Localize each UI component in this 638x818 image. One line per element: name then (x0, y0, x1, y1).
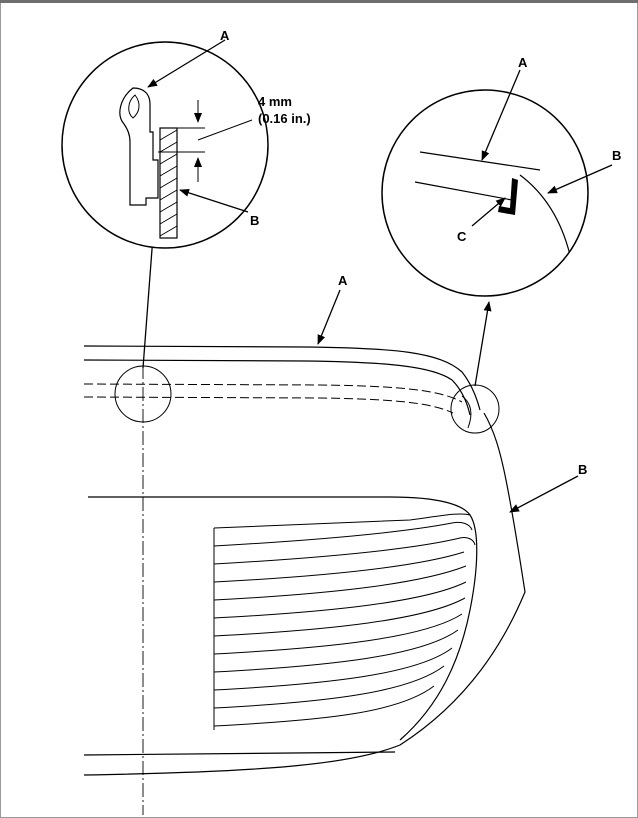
detail-arrow-right (474, 301, 492, 387)
molding-edge-inner (83, 359, 471, 416)
detail-circle-right-outline (381, 89, 589, 297)
clip-loop (128, 94, 140, 119)
corner-mark-c (498, 178, 518, 215)
dim-leader (197, 119, 253, 141)
sill-line (83, 751, 396, 756)
main-view: A B (83, 235, 587, 815)
leader-right-c (471, 197, 506, 227)
detail-circle-left: A B 4 mm (0.16 in.) (61, 28, 311, 249)
body-contour (88, 496, 478, 741)
dashed-edge-2 (83, 396, 454, 414)
panel-hatching (159, 129, 178, 237)
dimension-value: 4 mm (258, 94, 292, 109)
detail-arrow-left (142, 235, 157, 369)
label-right-b: B (612, 148, 621, 163)
molding-line-lower (414, 181, 513, 201)
leader-left-a (147, 39, 226, 88)
label-main-a: A (338, 273, 348, 288)
leader-right-b (547, 164, 613, 194)
glass-curve (519, 174, 571, 256)
contour-lines (213, 513, 476, 730)
glass-edge (83, 412, 526, 776)
dimension-inch: (0.16 in.) (258, 111, 311, 126)
leader-main-b (509, 475, 579, 513)
label-main-b: B (578, 462, 587, 477)
top-rule (0, 0, 638, 3)
leader-left-b (179, 188, 249, 213)
molding-edge-outer (83, 345, 481, 411)
molding-line-upper (419, 151, 541, 171)
detail-location-right (450, 384, 500, 434)
label-right-c: C (457, 229, 467, 244)
leader-right-a (481, 69, 521, 161)
label-left-b: B (250, 213, 259, 228)
clip-profile (119, 87, 159, 206)
label-right-a: A (518, 55, 528, 70)
dashed-edge-1 (83, 383, 463, 403)
label-left-a: A (220, 28, 230, 43)
detail-circle-right: A B C (381, 55, 621, 297)
corner-curve (461, 395, 472, 429)
leader-main-a (317, 289, 341, 345)
